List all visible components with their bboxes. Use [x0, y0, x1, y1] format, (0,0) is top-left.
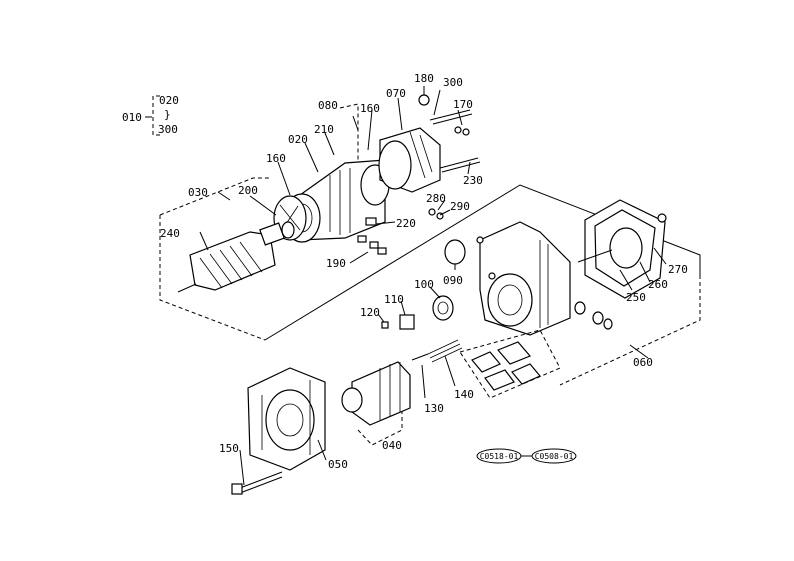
- stamp-left: C0518-01: [480, 452, 519, 461]
- range-separator: }: [164, 108, 171, 121]
- label-040: 040: [382, 439, 402, 452]
- label-130: 130: [424, 402, 444, 415]
- assembly-outline-070: [339, 103, 359, 160]
- label-120: 120: [360, 306, 380, 319]
- label-220: 220: [396, 217, 416, 230]
- front-bracket: [247, 367, 326, 471]
- plunger-spring: [411, 339, 463, 363]
- label-190: 190: [326, 257, 346, 270]
- label-010: 010: [122, 111, 142, 124]
- label-250: 250: [626, 291, 646, 304]
- label-150: 150: [219, 442, 239, 455]
- label-080: 080: [318, 99, 338, 112]
- group-bracket-010: [145, 95, 160, 136]
- solenoid-flange: [577, 199, 667, 299]
- brushes: [357, 217, 387, 255]
- label-300: 300: [443, 76, 463, 89]
- label-270: 270: [668, 263, 688, 276]
- armature: [177, 221, 295, 293]
- contact-plates: [459, 329, 561, 399]
- rear-cover: [378, 127, 441, 193]
- label-170: 170: [453, 98, 473, 111]
- label-020: 020: [288, 133, 308, 146]
- assembly-outline-040: [357, 412, 403, 446]
- leader-lines: [199, 86, 667, 486]
- label-300-range-end: 300: [158, 123, 178, 136]
- washers: [574, 301, 613, 330]
- label-050: 050: [328, 458, 348, 471]
- label-070: 070: [386, 87, 406, 100]
- label-020-range-start: 020: [159, 94, 179, 107]
- label-180: 180: [414, 72, 434, 85]
- label-260: 260: [648, 278, 668, 291]
- drive-housing: [479, 221, 571, 336]
- label-280: 280: [426, 192, 446, 205]
- stamp-right-oval: [531, 448, 577, 464]
- label-230: 230: [463, 174, 483, 187]
- label-030: 030: [188, 186, 208, 199]
- label-110: 110: [384, 293, 404, 306]
- label-100: 100: [414, 278, 434, 291]
- mount-bolt: [231, 471, 283, 495]
- label-210: 210: [314, 123, 334, 136]
- stamp-right: C0508-01: [535, 452, 574, 461]
- label-060: 060: [633, 356, 653, 369]
- label-090: 090: [443, 274, 463, 287]
- pinion-drive: [341, 361, 411, 426]
- label-290: 290: [450, 200, 470, 213]
- label-200: 200: [238, 184, 258, 197]
- label-240: 240: [160, 227, 180, 240]
- label-160-left: 160: [266, 152, 286, 165]
- part-labels: 010 020 } 300 030 200 240 160 020 210 08…: [122, 72, 688, 471]
- small-gears: [381, 208, 496, 330]
- label-140: 140: [454, 388, 474, 401]
- reference-stamps: C0518-01 C0508-01: [476, 448, 577, 464]
- label-160-right: 160: [360, 102, 380, 115]
